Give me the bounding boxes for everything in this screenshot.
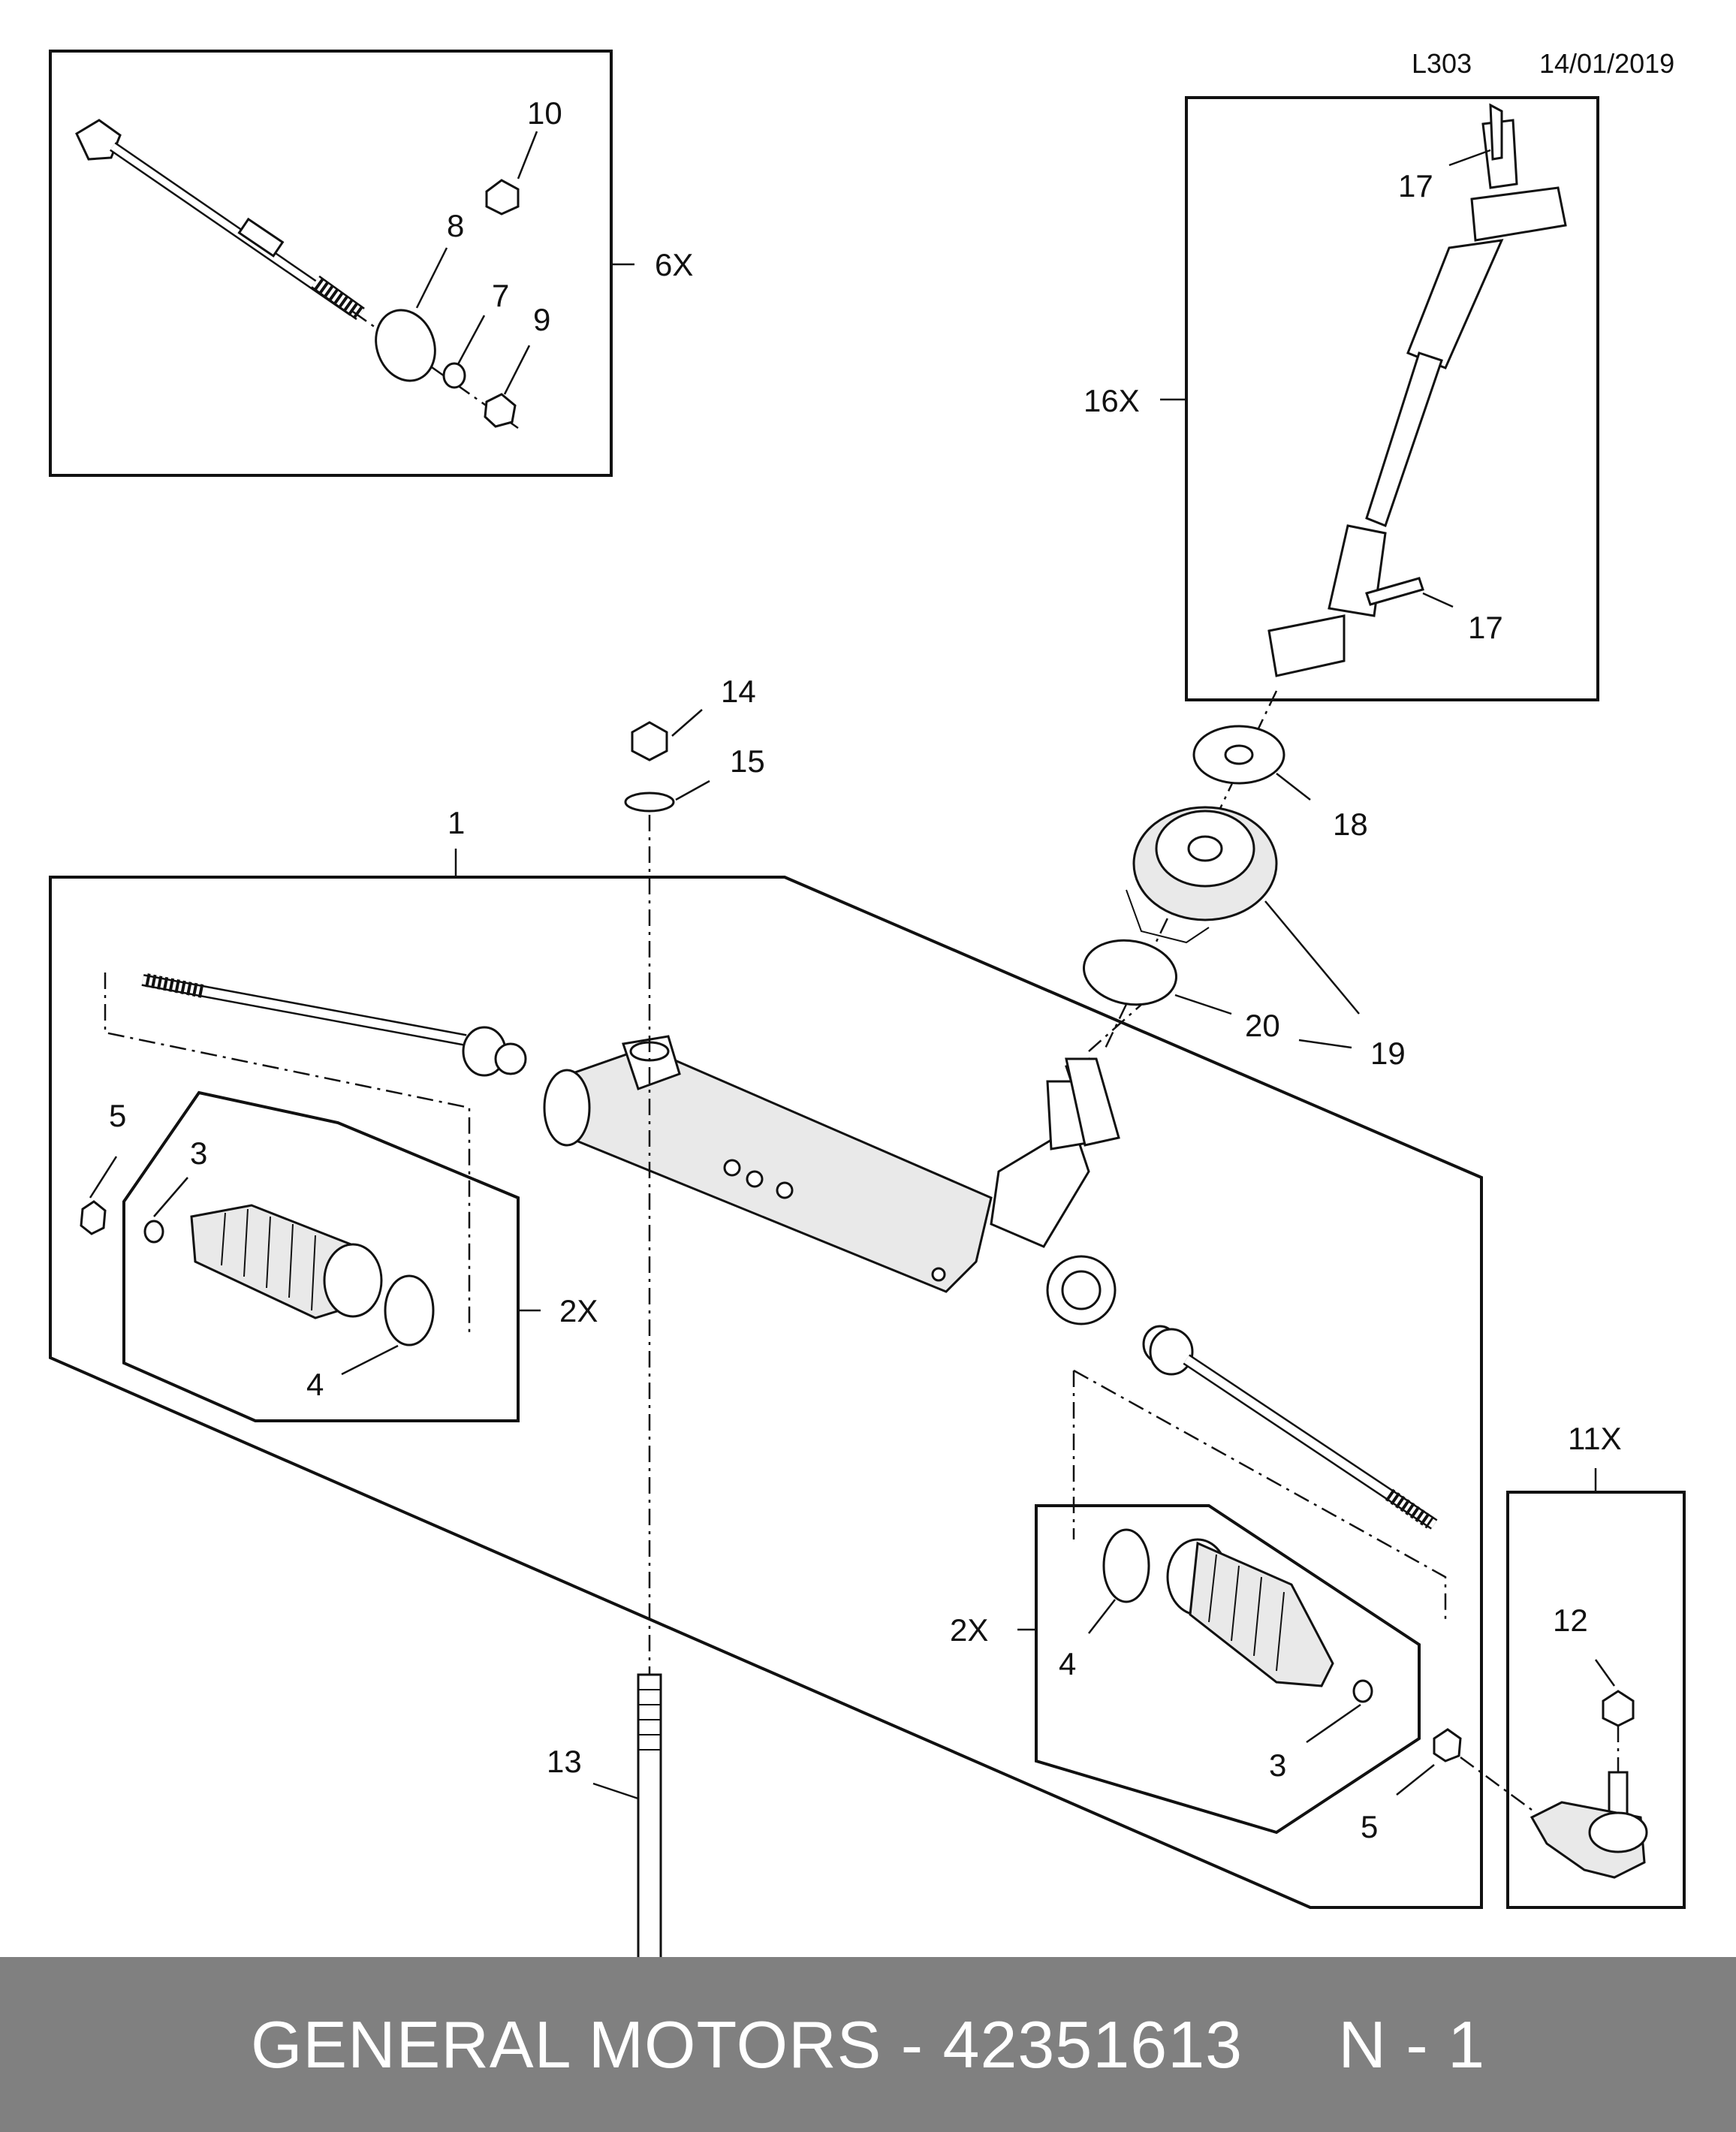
diagram-date: 14/01/2019 xyxy=(1539,48,1674,79)
left-nut-5 xyxy=(80,1200,107,1235)
callout-13: 13 xyxy=(547,1744,582,1779)
clamp-ring-8 xyxy=(375,309,436,382)
callout-1: 1 xyxy=(448,805,465,840)
callout-12: 12 xyxy=(1553,1603,1588,1638)
washer-15 xyxy=(624,792,675,813)
main-frame xyxy=(49,876,1483,1909)
callout-10: 10 xyxy=(527,95,562,131)
left-clip-3 xyxy=(143,1220,164,1244)
washer-7 xyxy=(442,362,466,389)
nut-10 xyxy=(485,179,520,216)
callout-3-right: 3 xyxy=(1269,1748,1286,1783)
footer-banner: GENERAL MOTORS - 42351613 N - 1 xyxy=(0,1957,1736,2132)
dust-seal-assembly xyxy=(1083,725,1285,1006)
nut-9 xyxy=(484,393,517,428)
qty-2x-left: 2X xyxy=(559,1293,598,1328)
main-steering-gear-assembly: 1 xyxy=(49,805,1533,1909)
outer-tie-rod-end xyxy=(1530,1726,1648,1879)
right-bellows-boot xyxy=(1166,1538,1334,1687)
callout-5-left: 5 xyxy=(109,1098,126,1133)
inset-inner-tie-rod: 6X 10 8 7 9 xyxy=(49,50,693,477)
left-bellows-boot xyxy=(190,1204,383,1319)
intermediate-shaft xyxy=(1267,119,1567,677)
mounting-bolt-13 xyxy=(637,1673,662,1957)
inset-16x-frame xyxy=(1185,96,1599,701)
callout-15: 15 xyxy=(730,743,765,779)
inset-intermediate-shaft: 16X 17 17 xyxy=(1083,96,1599,701)
left-boot-frame xyxy=(122,1090,520,1422)
qty-11x: 11X xyxy=(1568,1421,1622,1456)
inset-6x-frame xyxy=(49,50,613,477)
inset-outer-tie-rod-end: 11X 12 xyxy=(1506,1421,1686,1909)
bolt-12 xyxy=(1602,1690,1635,1727)
left-tie-rod xyxy=(141,973,527,1077)
callout-17-lower: 17 xyxy=(1468,610,1503,645)
qty-6x: 6X xyxy=(655,247,693,282)
callout-3-left: 3 xyxy=(190,1135,207,1171)
right-nut-5 xyxy=(1433,1728,1462,1763)
pinion-shaft xyxy=(1065,1057,1120,1147)
diagram-code: L303 xyxy=(1412,48,1472,79)
callout-9: 9 xyxy=(533,302,550,337)
callout-8: 8 xyxy=(447,208,464,243)
footer-text: GENERAL MOTORS - 42351613 N - 1 xyxy=(250,2007,1486,2082)
right-tie-rod xyxy=(1142,1325,1438,1530)
rack-housing xyxy=(543,1035,1117,1325)
callout-17-upper: 17 xyxy=(1398,168,1433,204)
right-boot-clamp-4 xyxy=(1102,1528,1150,1603)
o-ring-20 xyxy=(1083,939,1177,1006)
inner-tie-rod xyxy=(75,119,365,321)
callout-4-left: 4 xyxy=(306,1367,324,1402)
callout-19: 19 xyxy=(1370,1036,1406,1071)
qty-2x-right: 2X xyxy=(950,1612,988,1648)
right-clip-3 xyxy=(1352,1679,1373,1703)
callout-7: 7 xyxy=(492,278,509,313)
left-boot-clamp-4 xyxy=(384,1274,435,1346)
callout-20: 20 xyxy=(1245,1008,1280,1043)
bolt-17-lower xyxy=(1365,577,1424,606)
qty-16x: 16X xyxy=(1083,383,1140,418)
callout-14: 14 xyxy=(721,674,756,709)
callout-18: 18 xyxy=(1333,807,1368,842)
steering-rack-exploded-diagram: L303 14/01/2019 6X 10 8 7 9 16X xyxy=(49,48,1686,1957)
right-boot-frame xyxy=(1035,1504,1421,1835)
flange-nut-14 xyxy=(631,721,668,761)
bolt-17-upper xyxy=(1489,103,1503,161)
callout-4-right: 4 xyxy=(1059,1646,1076,1681)
callout-5-right: 5 xyxy=(1361,1809,1378,1844)
